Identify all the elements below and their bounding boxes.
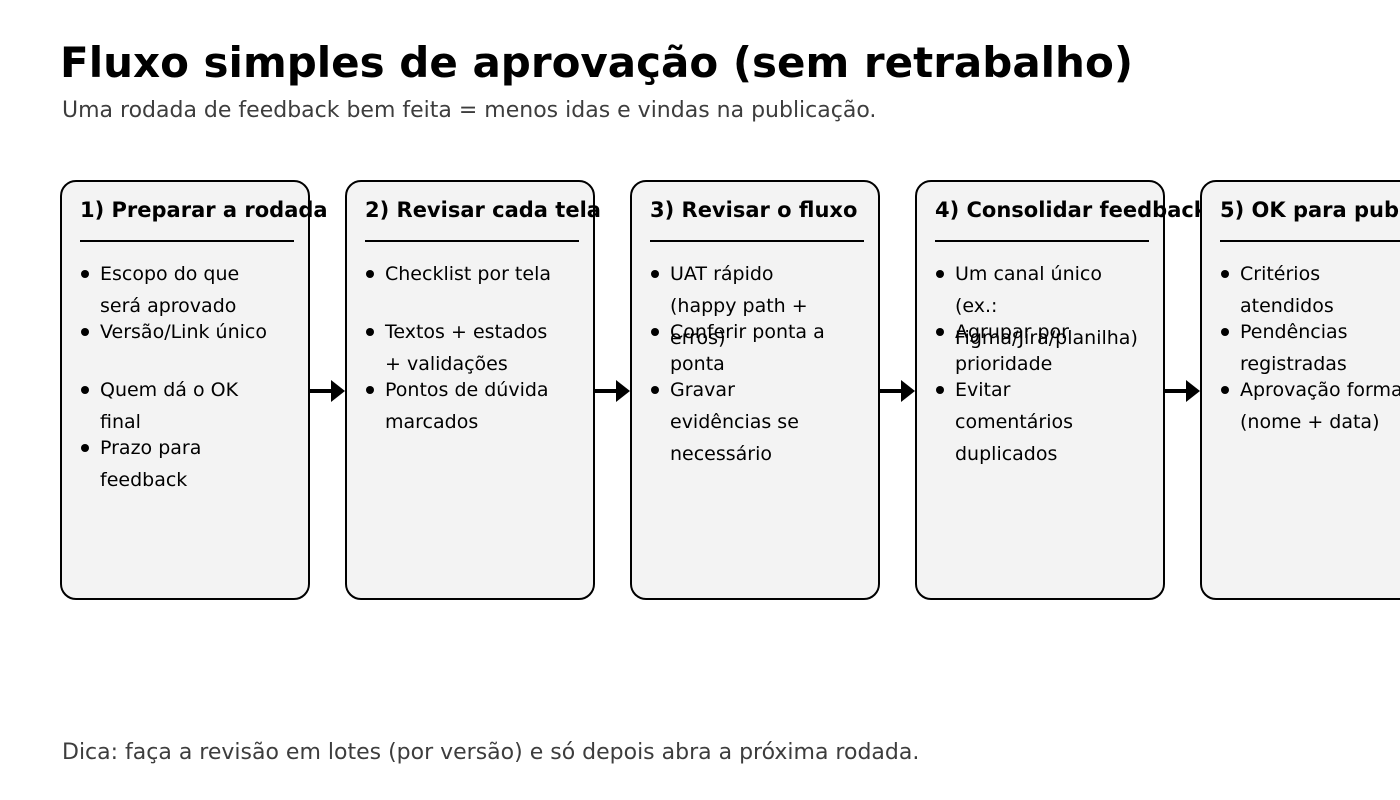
list-item: Versão/Link único (80, 316, 294, 348)
bullet-text: Critérios atendidos (1240, 263, 1334, 317)
bullet-text: Versão/Link único (100, 321, 267, 343)
list-item: Textos + estados + validações (365, 316, 579, 380)
flow-step-2-title: 2) Revisar cada tela (365, 198, 601, 222)
arrow-right-icon (595, 380, 630, 402)
list-item: Critérios atendidos (1220, 258, 1400, 322)
flow-step-3: 3) Revisar o fluxo UAT rápido (happy pat… (630, 180, 880, 600)
bullet-icon (651, 328, 659, 336)
title-underline (80, 240, 294, 242)
bullet-icon (81, 270, 89, 278)
bullet-text: Textos + estados + validações (385, 321, 548, 375)
arrow-right-icon (310, 380, 345, 402)
list-item: Prazo para feedback (80, 432, 294, 496)
bullet-text: Pendências registradas (1240, 321, 1348, 375)
title-underline (650, 240, 864, 242)
title-underline (365, 240, 579, 242)
arrow-head (901, 380, 915, 402)
bullet-icon (81, 386, 89, 394)
list-item: Um canal único (ex.: Figma/Jira/planilha… (935, 258, 1149, 354)
list-item: Evitar comentários duplicados (935, 374, 1149, 470)
bullet-text: Agrupar por prioridade (955, 321, 1069, 375)
bullet-text: Checklist por tela (385, 263, 551, 285)
arrow-head (1186, 380, 1200, 402)
list-item: Checklist por tela (365, 258, 579, 290)
bullet-icon (81, 444, 89, 452)
flow-step-4-title: 4) Consolidar feedback (935, 198, 1208, 222)
bullet-text: Gravar evidências se necessário (670, 379, 799, 465)
arrow-head (331, 380, 345, 402)
flow-step-1: 1) Preparar a rodada Escopo do que será … (60, 180, 328, 600)
list-item: Escopo do que será aprovado (80, 258, 294, 322)
bullet-text: UAT rápido (happy path + erros) (670, 263, 808, 349)
tip-text: Dica: faça a revisão em lotes (por versã… (62, 740, 920, 765)
title-underline (1220, 240, 1400, 242)
page-subtitle: Uma rodada de feedback bem feita = menos… (62, 98, 877, 123)
list-item: Quem dá o OK final (80, 374, 294, 438)
bullet-icon (651, 386, 659, 394)
bullet-text: Pontos de dúvida marcados (385, 379, 549, 433)
title-underline (935, 240, 1149, 242)
list-item: Pontos de dúvida marcados (365, 374, 579, 438)
list-item: Pendências registradas (1220, 316, 1400, 380)
page-title: Fluxo simples de aprovação (sem retrabal… (60, 38, 1134, 87)
bullet-text: Prazo para feedback (100, 437, 202, 491)
bullet-icon (1221, 270, 1229, 278)
bullet-icon (651, 270, 659, 278)
flow-step-4: 4) Consolidar feedback Um canal único (e… (915, 180, 1208, 600)
flow-step-5-title: 5) OK para publicar (1220, 198, 1400, 222)
arrow-shaft (880, 389, 903, 393)
arrow-shaft (1165, 389, 1188, 393)
bullet-icon (936, 386, 944, 394)
list-item: Agrupar por prioridade (935, 316, 1149, 380)
list-item: UAT rápido (happy path + erros) (650, 258, 864, 354)
bullet-icon (366, 270, 374, 278)
arrow-right-icon (880, 380, 915, 402)
arrow-right-icon (1165, 380, 1200, 402)
list-item: Aprovação formal (nome + data) (1220, 374, 1400, 438)
arrow-shaft (595, 389, 618, 393)
bullet-icon (936, 328, 944, 336)
bullet-text: Quem dá o OK final (100, 379, 239, 433)
bullet-text: Um canal único (ex.: Figma/Jira/planilha… (955, 263, 1138, 349)
bullet-text: Escopo do que será aprovado (100, 263, 240, 317)
arrow-shaft (310, 389, 333, 393)
flow-step-3-title: 3) Revisar o fluxo (650, 198, 858, 222)
bullet-icon (1221, 328, 1229, 336)
list-item: Gravar evidências se necessário (650, 374, 864, 470)
bullet-text: Evitar comentários duplicados (955, 379, 1074, 465)
flow-step-1-title: 1) Preparar a rodada (80, 198, 328, 222)
bullet-text: Aprovação formal (nome + data) (1240, 379, 1400, 433)
bullet-icon (1221, 386, 1229, 394)
bullet-icon (936, 270, 944, 278)
bullet-icon (366, 328, 374, 336)
arrow-head (616, 380, 630, 402)
flow-step-2: 2) Revisar cada tela Checklist por tela … (345, 180, 601, 600)
bullet-icon (366, 386, 374, 394)
list-item: Conferir ponta a ponta (650, 316, 864, 380)
bullet-icon (81, 328, 89, 336)
flow-step-5: 5) OK para publicar Critérios atendidos … (1200, 180, 1400, 600)
bullet-text: Conferir ponta a ponta (670, 321, 825, 375)
